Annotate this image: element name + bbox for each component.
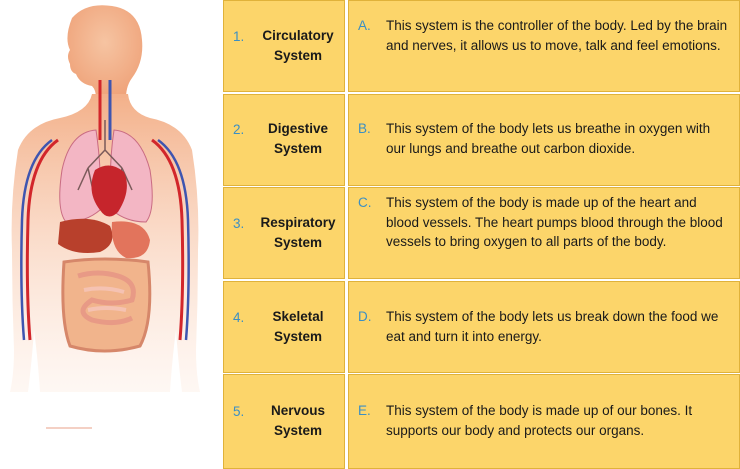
description-text: This system of the body is made up of ou… xyxy=(386,403,693,438)
system-number: 5. xyxy=(233,404,245,419)
description-text: This system is the controller of the bod… xyxy=(386,18,728,53)
description-letter: C. xyxy=(358,195,372,210)
description-cell-b: B. This system of the body lets us breat… xyxy=(348,94,740,186)
stomach-shape xyxy=(111,221,150,259)
system-name: Circulatory System xyxy=(262,28,334,63)
small-intestine xyxy=(77,270,136,326)
system-name: Respiratory System xyxy=(260,215,336,250)
description-letter: A. xyxy=(358,18,371,33)
system-name: Nervous System xyxy=(270,403,326,438)
system-number: 1. xyxy=(233,29,245,44)
description-cell-a: A. This system is the controller of the … xyxy=(348,0,740,92)
description-text: This system of the body lets us break do… xyxy=(386,309,719,344)
vein-left xyxy=(20,138,53,341)
system-number: 2. xyxy=(233,122,245,137)
description-cell-e: E. This system of the body is made up of… xyxy=(348,374,740,469)
system-cell-1: 1. Circulatory System xyxy=(223,0,345,92)
heart-shape xyxy=(91,165,127,217)
system-number: 4. xyxy=(233,310,245,325)
description-text: This system of the body is made up of th… xyxy=(386,195,723,249)
system-cell-4: 4. Skeletal System xyxy=(223,281,345,373)
description-text: This system of the body lets us breathe … xyxy=(386,121,711,156)
head-shape xyxy=(67,5,143,99)
description-letter: D. xyxy=(358,309,372,324)
description-letter: B. xyxy=(358,121,371,136)
artery-left xyxy=(25,138,59,341)
description-letter: E. xyxy=(358,403,371,418)
system-number: 3. xyxy=(233,216,245,231)
system-cell-5: 5. Nervous System xyxy=(223,374,345,469)
liver-shape xyxy=(58,218,113,253)
description-cell-d: D. This system of the body lets us break… xyxy=(348,281,740,373)
artery-right xyxy=(151,138,185,341)
system-name: Skeletal System xyxy=(272,309,324,344)
vein-right xyxy=(157,138,190,341)
anatomy-illustration xyxy=(0,0,222,469)
human-body-diagram xyxy=(10,5,200,429)
description-cell-c: C. This system of the body is made up of… xyxy=(348,187,740,279)
system-name: Digestive System xyxy=(267,121,329,156)
system-cell-3: 3. Respiratory System xyxy=(223,187,345,279)
system-cell-2: 2. Digestive System xyxy=(223,94,345,186)
